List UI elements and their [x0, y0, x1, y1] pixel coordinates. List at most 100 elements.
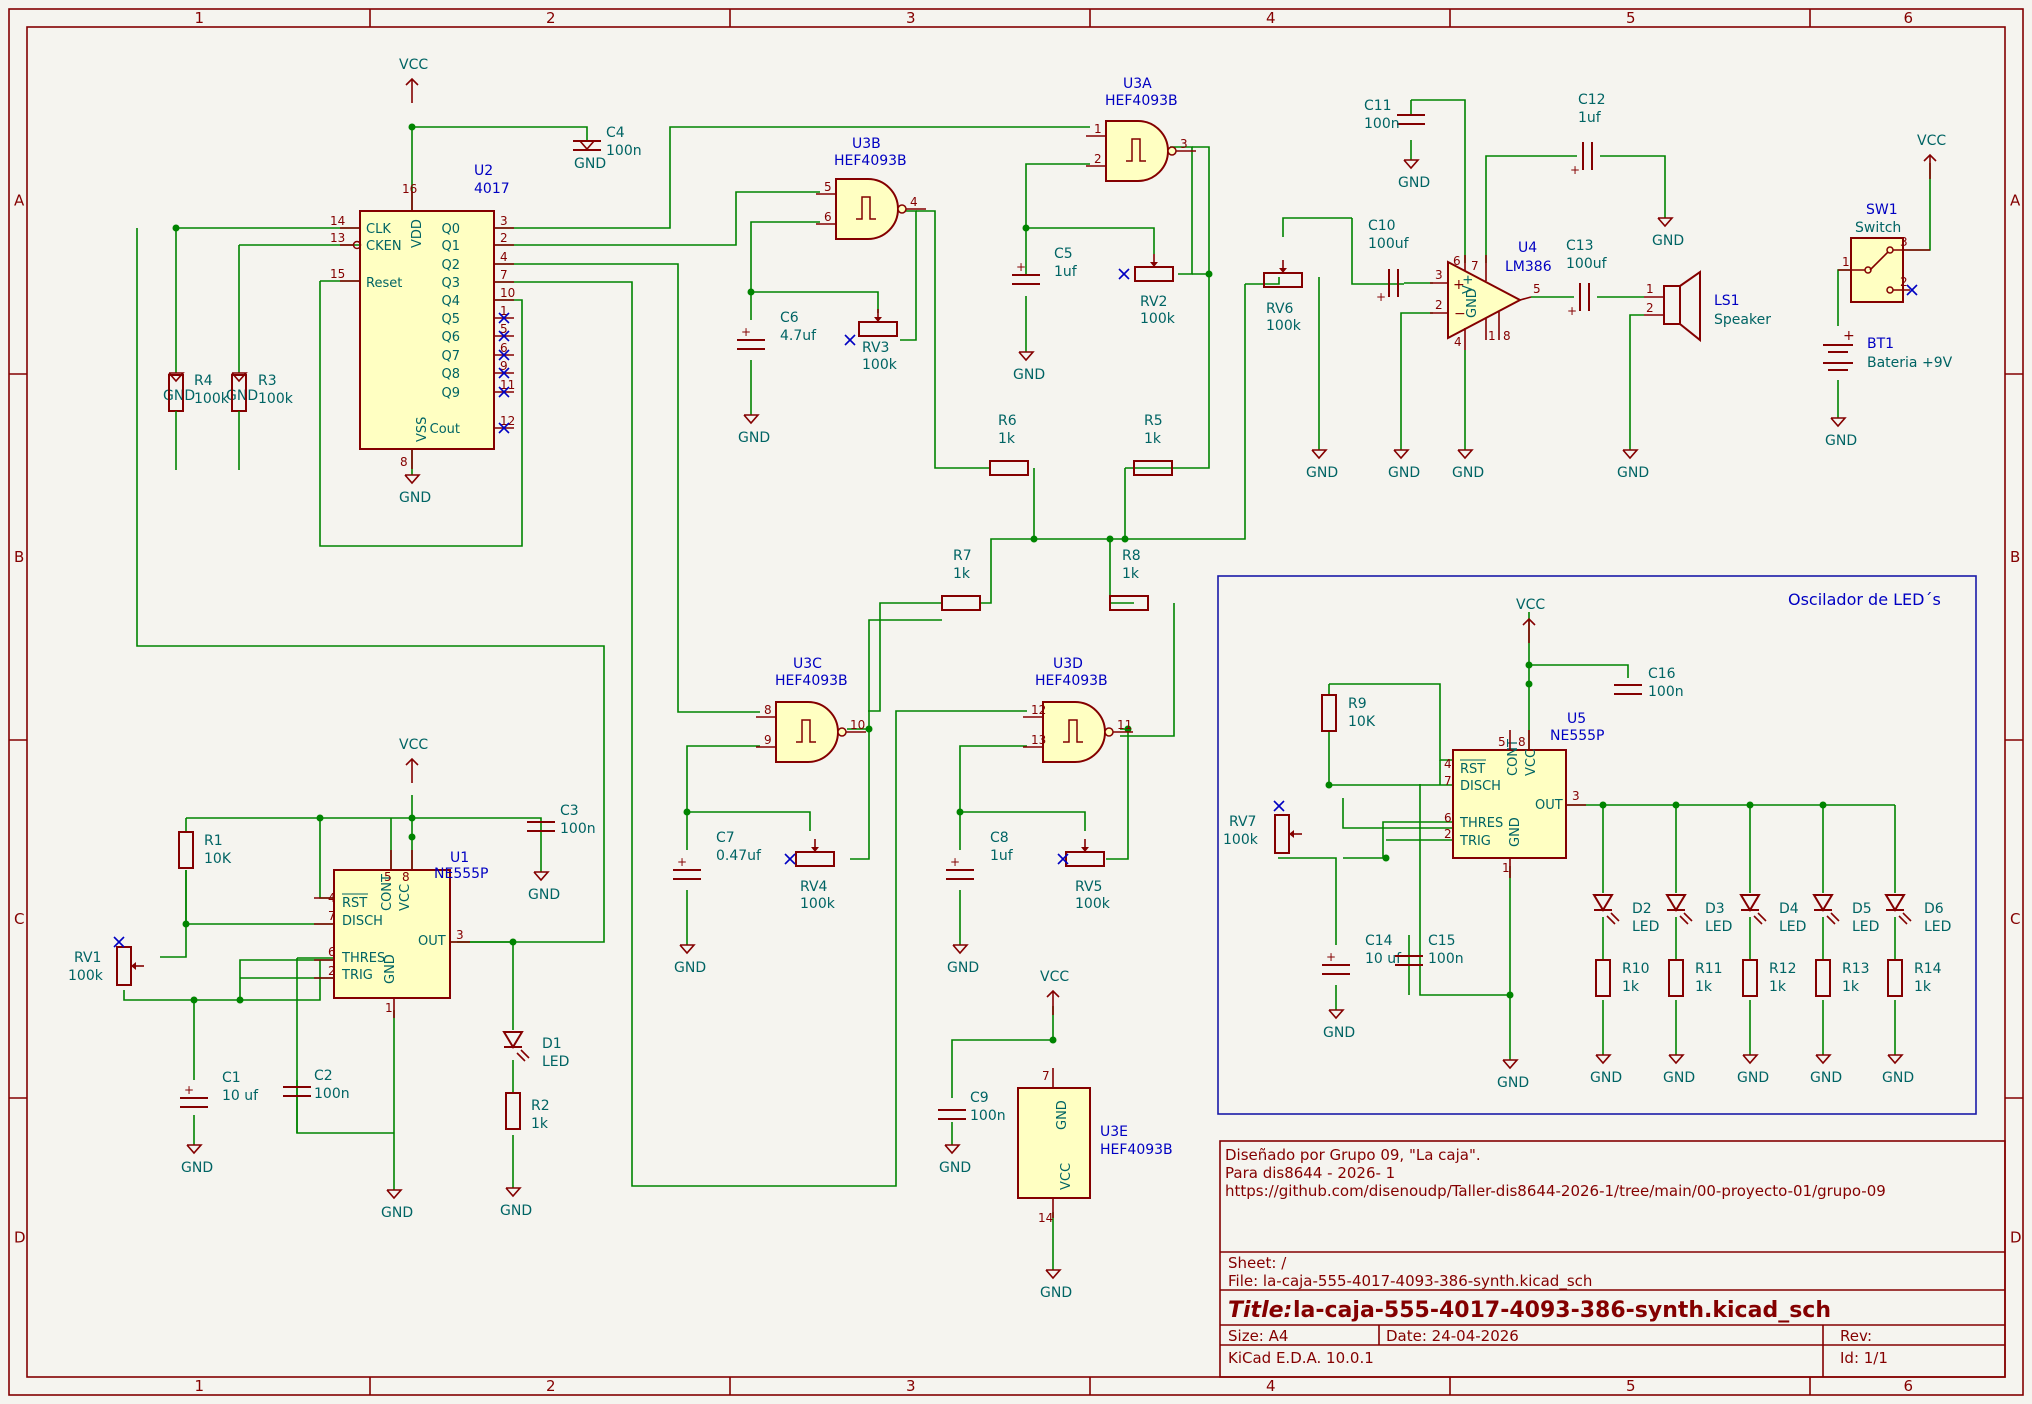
u1-555-timer[interactable]: U1 NE555P RST DISCH THRES TRIG OUT CONT …	[314, 850, 488, 1018]
u4-lm386-amplifier[interactable]: U4 LM386 3 2 5 4 6 7 1 8 GND V+ + −	[1430, 240, 1552, 350]
u5-555-timer[interactable]: U5 NE555P RST DISCH THRES TRIG OUT CONT …	[1444, 711, 1604, 878]
gnd-label-19: GND	[939, 1160, 971, 1176]
tb-comment1: Diseñado por Grupo 09, "La caja".	[1225, 1146, 1481, 1164]
c7-capacitor[interactable]: +C70.47uf	[673, 830, 762, 880]
rv5-ref: RV5	[1075, 879, 1102, 895]
u2-q3-label: Q3	[441, 276, 460, 291]
tb-date: Date: 24-04-2026	[1386, 1327, 1519, 1345]
u1-ref: U1	[450, 850, 469, 866]
d6-value: LED	[1924, 919, 1951, 935]
u1-pin8-num: 8	[402, 870, 410, 884]
r11-value: 1k	[1695, 979, 1713, 995]
u2-q7-label: Q7	[441, 349, 460, 364]
u5-pin3-num: 3	[1572, 789, 1580, 803]
u5-pin2-num: 2	[1444, 827, 1452, 841]
r12-ref: R12	[1769, 961, 1797, 977]
u5-pin4-num: 4	[1444, 757, 1452, 771]
c11-value: 100n	[1364, 116, 1400, 132]
gnd-label-15: GND	[181, 1160, 213, 1176]
u2-q1-label: Q1	[441, 239, 460, 254]
border-row-right-C: C	[2010, 910, 2020, 928]
r13-ref: R13	[1842, 961, 1870, 977]
bt1-battery[interactable]: + BT1 Bateria +9V	[1823, 328, 1953, 371]
sw1-switch[interactable]: 3 2 1 SW1 Switch	[1838, 202, 1930, 303]
rv4-value: 100k	[800, 896, 836, 912]
u4-pin3-num: 3	[1435, 268, 1443, 282]
d1-ref: D1	[542, 1036, 562, 1052]
u5-vcc-label: VCC	[1516, 597, 1545, 613]
u2-pin16-num: 16	[402, 182, 417, 196]
border-row-right-D: D	[2010, 1229, 2022, 1247]
c13-value: 100uf	[1566, 256, 1608, 272]
u5-disch-label: DISCH	[1460, 779, 1501, 794]
c6-capacitor[interactable]: +C64.7uf	[737, 310, 817, 350]
u2-q2-label: Q2	[441, 258, 460, 273]
r10-ref: R10	[1622, 961, 1650, 977]
sw1-pin3-num: 3	[1900, 235, 1908, 249]
u3c-in2-num: 9	[764, 733, 772, 747]
border-col-bottom-3: 3	[906, 1377, 916, 1395]
c7-ref: C7	[716, 830, 735, 846]
u5-rst-label: RST	[1460, 762, 1485, 777]
u3e-ref: U3E	[1100, 1124, 1128, 1140]
ls1-pin2-num: 2	[1646, 301, 1654, 315]
rv6-ref: RV6	[1266, 301, 1294, 317]
u5-out-label: OUT	[1535, 798, 1563, 813]
ls1-speaker[interactable]: 1 2 LS1 Speaker	[1644, 270, 1771, 343]
sw1-ref: SW1	[1866, 202, 1898, 218]
c13-ref: C13	[1566, 238, 1594, 254]
u2-pin15-num: 15	[330, 267, 345, 281]
rv7-ref: RV7	[1229, 814, 1256, 830]
rv5-value: 100k	[1075, 896, 1111, 912]
r10-value: 1k	[1622, 979, 1640, 995]
u2-cout-label: Cout	[430, 422, 460, 437]
c9-value: 100n	[970, 1108, 1006, 1124]
